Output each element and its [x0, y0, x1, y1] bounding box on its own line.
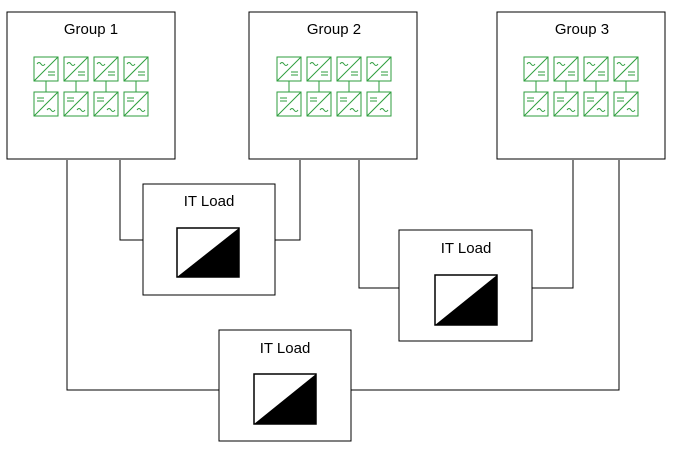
wire-group2-load-a: [275, 160, 301, 241]
ac-dc-converter-icon: [93, 56, 119, 82]
wire-group2-load-b: [358, 160, 399, 289]
ac-dc-converter-icon: [276, 91, 302, 117]
wire-group1-load-a: [119, 160, 143, 241]
ac-dc-converter-icon: [33, 91, 59, 117]
ac-dc-converter-icon: [523, 91, 549, 117]
ac-dc-converter-icon: [583, 91, 609, 117]
it-load-c: IT Load: [218, 329, 352, 442]
it-load-icon: [434, 274, 498, 326]
ac-dc-converter-icon: [523, 56, 549, 82]
ac-dc-converter-icon: [63, 91, 89, 117]
load-label: IT Load: [184, 193, 235, 210]
ac-dc-converter-icon: [366, 91, 392, 117]
it-load-icon: [253, 373, 317, 425]
ac-dc-converter-icon: [336, 56, 362, 82]
converter-grid: [276, 56, 392, 117]
converter-grid: [33, 56, 149, 117]
ac-dc-converter-icon: [123, 91, 149, 117]
wiring: [66, 160, 620, 391]
ac-dc-converter-icon: [613, 56, 639, 82]
group-1: Group 1: [6, 11, 176, 160]
load-label: IT Load: [260, 340, 311, 357]
ac-dc-converter-icon: [276, 56, 302, 82]
load-label: IT Load: [441, 240, 492, 257]
group-label: Group 3: [555, 21, 609, 38]
ac-dc-converter-icon: [553, 56, 579, 82]
converter-grid: [523, 56, 639, 117]
ac-dc-converter-icon: [583, 56, 609, 82]
group-3: Group 3: [496, 11, 666, 160]
ac-dc-converter-icon: [33, 56, 59, 82]
ac-dc-converter-icon: [613, 91, 639, 117]
wire-group3-load-c: [351, 160, 620, 391]
ac-dc-converter-icon: [93, 91, 119, 117]
group-label: Group 2: [307, 21, 361, 38]
ac-dc-converter-icon: [306, 56, 332, 82]
ac-dc-converter-icon: [553, 91, 579, 117]
ac-dc-converter-icon: [336, 91, 362, 117]
ac-dc-converter-icon: [123, 56, 149, 82]
ac-dc-converter-icon: [366, 56, 392, 82]
ac-dc-converter-icon: [306, 91, 332, 117]
group-2: Group 2: [248, 11, 418, 160]
wire-group3-load-b: [532, 160, 574, 289]
it-load-icon: [176, 227, 240, 278]
wire-group1-load-c: [66, 160, 219, 391]
group-label: Group 1: [64, 21, 118, 38]
it-load-a: IT Load: [142, 183, 276, 296]
it-load-b: IT Load: [398, 229, 533, 342]
ac-dc-converter-icon: [63, 56, 89, 82]
